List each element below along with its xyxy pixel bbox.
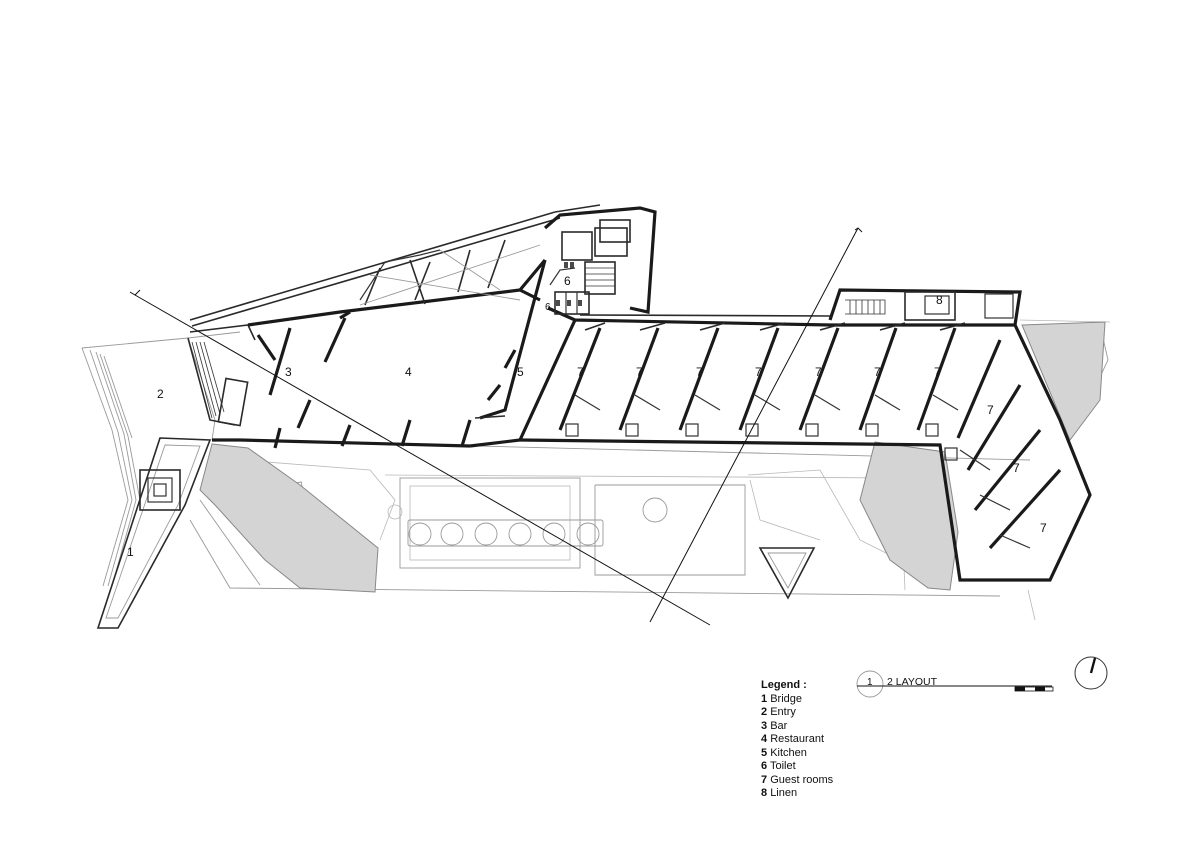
room-label-guest-5: 7 — [815, 365, 822, 379]
room-label-restaurant: 4 — [405, 365, 412, 379]
landscape-areas — [199, 321, 1106, 593]
room-label-bar: 3 — [285, 365, 292, 379]
scale-bar-icon — [1014, 686, 1054, 692]
room-label-guest-1: 7 — [577, 365, 584, 379]
triangle-feature — [758, 547, 816, 600]
room-label-guest-10: 7 — [1040, 521, 1047, 535]
room-label-guest-9: 7 — [1013, 461, 1020, 475]
room-label-guest-3: 7 — [696, 365, 703, 379]
service-core — [549, 219, 631, 315]
legend-number: 7 — [761, 773, 768, 786]
legend-number: 2 — [761, 706, 768, 718]
legend-item: 3 Bar — [761, 720, 833, 734]
legend-item: 5 Kitchen — [761, 747, 833, 761]
room-label-guest-2: 7 — [636, 365, 643, 379]
legend-number: 6 — [761, 760, 768, 772]
legend-number: 5 — [761, 746, 768, 759]
drawing-title: 2 LAYOUT — [887, 676, 937, 688]
building-walls — [189, 204, 1092, 582]
guest-room-partitions — [558, 322, 1062, 550]
bridge — [96, 437, 212, 629]
room-label-bridge: 1 — [127, 545, 134, 559]
north-arrow-icon — [1074, 656, 1108, 690]
room-label-linen: 8 — [936, 293, 943, 307]
legend-item: 4 Restaurant — [761, 733, 833, 747]
legend-text: Bar — [770, 719, 788, 732]
legend-text: Restaurant — [770, 733, 824, 745]
drawing-title-marker — [856, 670, 1054, 698]
room-label-entry: 2 — [157, 387, 164, 401]
room-label-guest-4: 7 — [755, 365, 762, 379]
legend-text: Toilet — [769, 760, 796, 772]
legend-text: Linen — [770, 787, 798, 799]
section-marker-icon — [129, 289, 141, 296]
room-labels: 1 2 3 4 5 6 6 7 7 7 7 7 7 7 7 7 7 8 — [127, 274, 1047, 559]
legend-item: 6 Toilet — [761, 760, 833, 774]
room-label-guest-8: 7 — [987, 403, 994, 417]
legend-number: 4 — [761, 733, 768, 745]
legend-text: Bridge — [770, 692, 802, 705]
legend-text: Kitchen — [770, 746, 807, 759]
legend-item: 2 Entry — [761, 706, 833, 720]
section-lines — [129, 227, 863, 626]
legend-item: 8 Linen — [761, 787, 833, 801]
legend-text: Guest rooms — [770, 773, 834, 786]
planters — [387, 497, 668, 547]
legend-item: 7 Guest rooms — [761, 774, 833, 788]
room-label-toilet-b: 6 — [545, 302, 551, 313]
room-label-guest-6: 7 — [874, 365, 881, 379]
drawing-number: 1 — [867, 677, 873, 688]
room-label-kitchen: 5 — [517, 365, 524, 379]
legend-text: Entry — [770, 706, 796, 718]
legend-number: 3 — [761, 719, 768, 732]
legend: Legend : 1 Bridge 2 Entry 3 Bar 4 Restau… — [761, 679, 833, 801]
legend-number: 1 — [761, 692, 768, 705]
legend-number: 8 — [761, 787, 768, 799]
legend-title: Legend : — [761, 679, 807, 691]
entry — [187, 324, 256, 427]
legend-item: 1 Bridge — [761, 693, 833, 707]
room-label-guest-7: 7 — [934, 365, 941, 379]
room-label-toilet-a: 6 — [564, 274, 571, 288]
